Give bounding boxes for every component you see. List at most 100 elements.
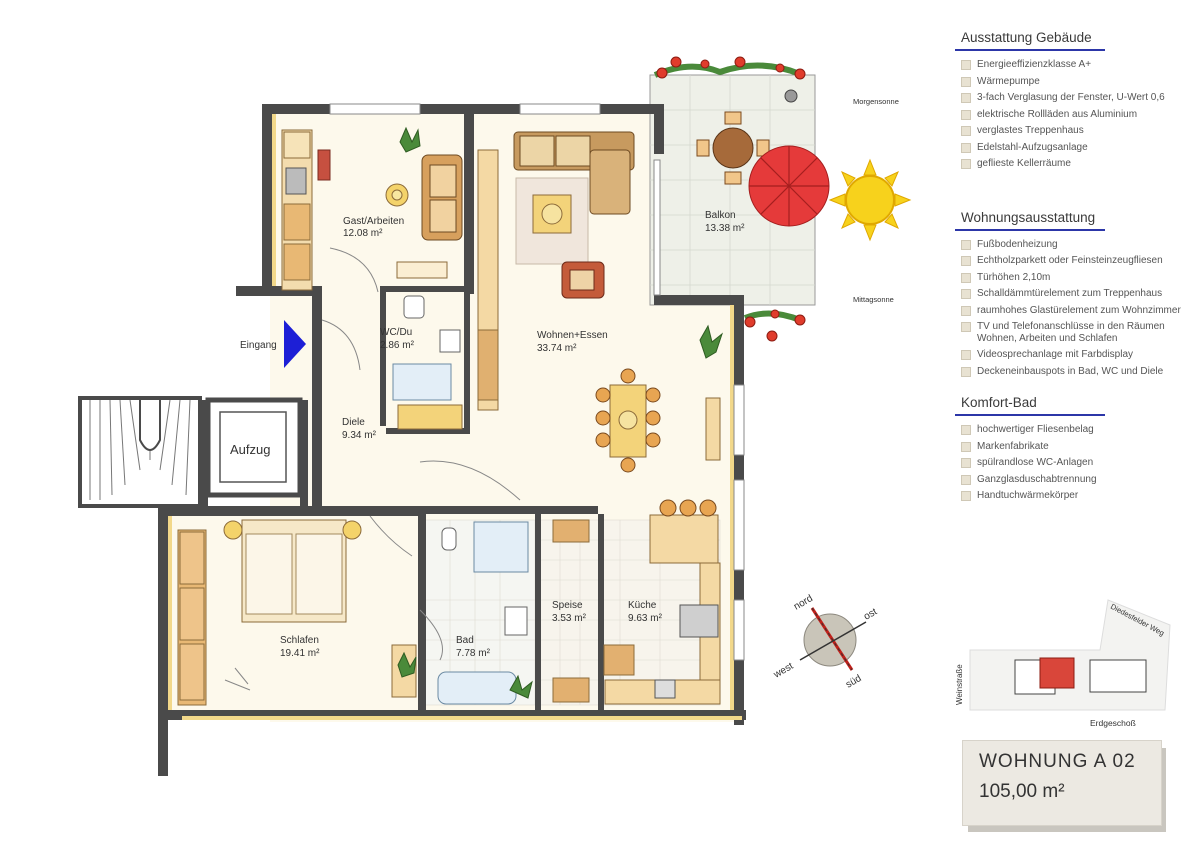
room-labels: Gast/Arbeiten 12.08 m² WC/Du 2.86 m² Woh… <box>230 97 899 691</box>
room-area-bad: 7.78 m² <box>456 648 491 659</box>
bullet-icon <box>961 458 971 468</box>
section-divider <box>955 414 1105 416</box>
apartment-area: 105,00 m² <box>979 781 1065 802</box>
room-name-bad: Bad <box>456 635 474 646</box>
room-name-wc: WC/Du <box>380 327 412 338</box>
room-name-balkon: Balkon <box>705 210 736 221</box>
list-item: Edelstahl-Aufzugsanlage <box>955 142 1182 154</box>
entrance-label: Eingang <box>240 340 277 351</box>
floor-plan: Gast/Arbeiten 12.08 m² WC/Du 2.86 m² Woh… <box>78 56 912 776</box>
room-name-diele: Diele <box>342 417 365 428</box>
list-item: Deckeneinbauspots in Bad, WC und Diele <box>955 366 1182 378</box>
bullet-icon <box>961 76 971 87</box>
bullet-icon <box>961 159 971 169</box>
compass-rose <box>799 607 867 671</box>
room-name-gast: Gast/Arbeiten <box>343 216 404 227</box>
room-area-wohnen: 33.74 m² <box>537 343 577 354</box>
bullet-icon <box>961 305 971 316</box>
bullet-icon <box>961 366 971 377</box>
feature-list-apartment: Fußbodenheizung Echtholzparkett oder Fei… <box>955 239 1190 378</box>
section-title-building: Ausstattung Gebäude <box>961 30 1092 45</box>
apartment-box: WOHNUNG A 02 105,00 m² <box>962 740 1162 826</box>
section-title-apartment: Wohnungsausstattung <box>961 209 1096 225</box>
floor-label: Erdgeschoß <box>1090 718 1136 728</box>
wall-accents <box>168 114 742 720</box>
section-apartment: Wohnungsausstattung Fußbodenheizung Echt… <box>955 210 1190 378</box>
bullet-icon <box>961 256 971 266</box>
list-item: Echtholzparkett oder Feinsteinzeugfliese… <box>955 255 1182 267</box>
bullet-icon <box>961 60 971 70</box>
bullet-icon <box>961 491 971 501</box>
list-item: Wärmepumpe <box>955 76 1182 88</box>
list-item: Videosprechanlage mit Farbdisplay <box>955 349 1182 361</box>
elevator-shaft <box>205 397 303 498</box>
feature-list-building: Energieeffizienzklasse A+ Wärmepumpe 3-f… <box>955 59 1190 170</box>
site-building-highlight <box>1039 657 1075 689</box>
room-area-speise: 3.53 m² <box>552 613 587 624</box>
bullet-icon <box>961 239 971 250</box>
list-item: Handtuchwärmekörper <box>955 490 1182 502</box>
section-divider <box>955 49 1105 51</box>
morning-sun-label: Morgensonne <box>853 97 899 106</box>
bullet-icon <box>961 350 971 360</box>
site-building-right <box>1089 659 1147 693</box>
list-item: Markenfabrikate <box>955 441 1182 453</box>
section-divider <box>955 228 1105 231</box>
bullet-icon <box>961 93 971 103</box>
list-item: hochwertiger Fliesenbelag <box>955 424 1182 436</box>
compass-west: west <box>771 661 795 681</box>
list-item: spülrandlose WC-Anlagen <box>955 457 1182 469</box>
list-item: elektrische Rollläden aus Aluminium <box>955 109 1182 121</box>
list-item: TV und Telefonanschlüsse in den Räumen W… <box>955 321 1182 344</box>
bullet-icon <box>961 142 971 153</box>
section-bath: Komfort-Bad hochwertiger Fliesenbelag Ma… <box>955 395 1190 502</box>
compass-south: süd <box>844 673 863 691</box>
room-name-speise: Speise <box>552 600 583 611</box>
bedroom-furniture <box>177 519 417 706</box>
staircase <box>78 396 202 508</box>
room-area-schlafen: 19.41 m² <box>280 648 320 659</box>
bullet-icon <box>961 109 971 120</box>
bullet-icon <box>961 289 971 299</box>
street-weinstrasse: Weinstraße <box>955 664 964 705</box>
living-room-furniture <box>477 131 724 473</box>
list-item: geflieste Kellerräume <box>955 158 1182 170</box>
entrance-arrow <box>284 320 306 368</box>
kitchen-furniture <box>552 499 721 705</box>
bullet-icon <box>961 272 971 283</box>
balcony-furniture <box>696 89 830 227</box>
room-name-wohnen: Wohnen+Essen <box>537 330 608 341</box>
room-area-kueche: 9.63 m² <box>628 613 663 624</box>
elevator-label: Aufzug <box>230 442 270 457</box>
section-title-bath: Komfort-Bad <box>961 395 1037 410</box>
bullet-icon <box>961 126 971 136</box>
room-area-gast: 12.08 m² <box>343 228 383 239</box>
feature-list-bath: hochwertiger Fliesenbelag Markenfabrikat… <box>955 424 1190 502</box>
section-building: Ausstattung Gebäude Energieeffizienzklas… <box>955 30 1190 170</box>
apartment-title: WOHNUNG A 02 <box>979 751 1136 772</box>
room-area-diele: 9.34 m² <box>342 430 377 441</box>
sun-icon <box>828 158 912 242</box>
list-item: Energieeffizienzklasse A+ <box>955 59 1182 71</box>
site-map-overlay: Weinstraße Diedesfelder Weg Erdgeschoß <box>955 599 1171 728</box>
compass-east: ost <box>862 606 879 622</box>
room-area-balkon: 13.38 m² <box>705 223 745 234</box>
room-name-schlafen: Schlafen <box>280 635 319 646</box>
list-item: Türhöhen 2,10m <box>955 272 1182 284</box>
bullet-icon <box>961 322 971 332</box>
list-item: raumhohes Glastürelement zum Wohnzimmer <box>955 305 1182 317</box>
room-area-wc: 2.86 m² <box>380 340 415 351</box>
bullet-icon <box>961 474 971 485</box>
list-item: Fußbodenheizung <box>955 239 1182 251</box>
list-item: 3-fach Verglasung der Fenster, U-Wert 0,… <box>955 92 1182 104</box>
bullet-icon <box>961 425 971 435</box>
bullet-icon <box>961 441 971 452</box>
bathroom-fixtures <box>392 295 533 705</box>
room-name-kueche: Küche <box>628 600 657 611</box>
door-swings <box>224 247 521 691</box>
list-item: verglastes Treppenhaus <box>955 125 1182 137</box>
guest-room-furniture <box>281 126 463 291</box>
plant-garlands <box>653 56 806 342</box>
list-item: Ganzglasduschabtrennung <box>955 474 1182 486</box>
noon-sun-label: Mittagsonne <box>853 295 894 304</box>
